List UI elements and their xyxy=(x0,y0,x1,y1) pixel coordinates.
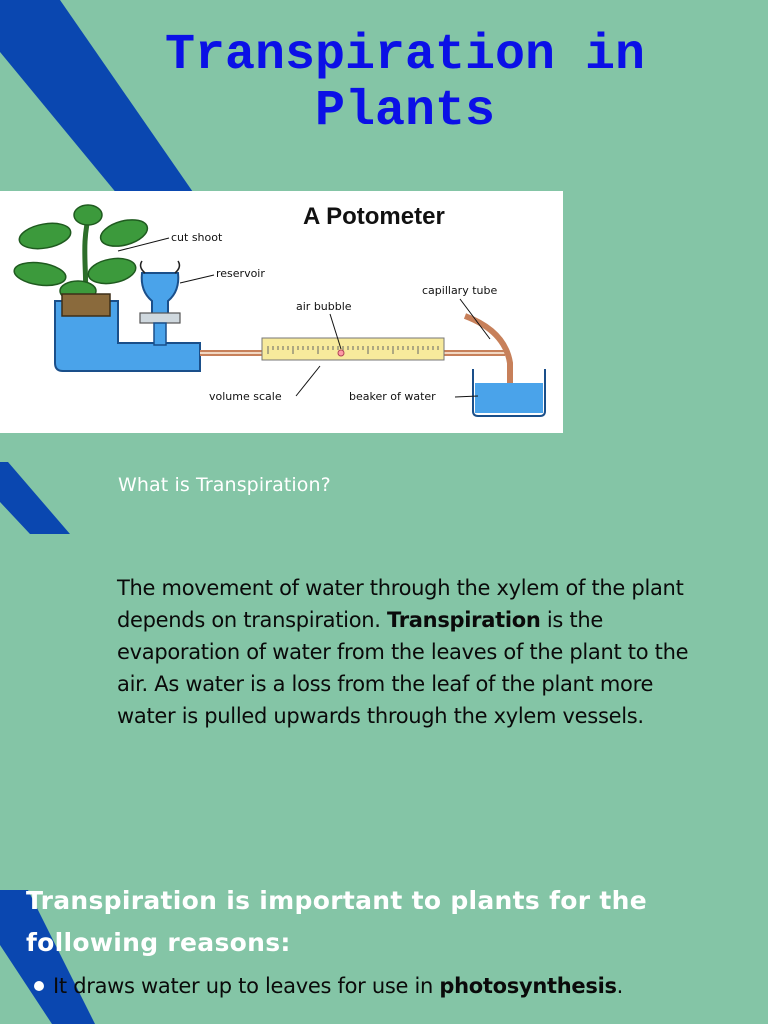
potometer-diagram: A Potometer xyxy=(0,191,563,433)
reservoir-icon xyxy=(139,260,181,346)
diagram-title: A Potometer xyxy=(303,203,445,230)
reason-text: It draws water up to leaves for use in p… xyxy=(53,970,623,1002)
page-title-line-1: Transpiration in xyxy=(164,27,646,84)
definition-text-part-1: The movement of water through the xylem … xyxy=(117,576,684,632)
label-volume-scale: volume scale xyxy=(209,390,282,403)
label-reservoir: reservoir xyxy=(216,267,265,280)
label-leader-lines xyxy=(117,237,491,398)
reason-bold-term: photosynthesis xyxy=(439,974,617,998)
question-heading: What is Transpiration? xyxy=(118,474,331,496)
beaker-icon xyxy=(472,369,546,417)
vessel-body-icon xyxy=(54,300,201,372)
label-air-bubble: air bubble xyxy=(296,300,352,313)
reason-text-part: It draws water up to leaves for use in xyxy=(53,974,440,998)
page-title-line-2: Plants xyxy=(314,83,496,140)
label-cut-shoot: cut shoot xyxy=(171,231,223,244)
plant-leaves-icon xyxy=(13,204,149,302)
decorative-stripe-middle xyxy=(0,462,70,534)
definition-bold-term: Transpiration xyxy=(387,608,541,632)
definition-paragraph: The movement of water through the xylem … xyxy=(117,572,707,732)
decorative-stripe-bottom xyxy=(0,890,95,1024)
reasons-list: It draws water up to leaves for use in p… xyxy=(34,970,623,1002)
label-capillary-tube: capillary tube xyxy=(422,284,497,297)
reasons-heading: Transpiration is important to plants for… xyxy=(26,886,647,957)
bullet-icon xyxy=(34,981,44,991)
decorative-stripe-top xyxy=(0,0,195,195)
volume-scale-icon xyxy=(261,337,445,361)
list-item: It draws water up to leaves for use in p… xyxy=(34,970,623,1002)
reason-text-end: . xyxy=(616,974,624,998)
label-beaker-of-water: beaker of water xyxy=(349,390,436,403)
definition-text-part-2: is the evaporation of water from the lea… xyxy=(117,608,689,728)
page-title: Transpiration in Plants xyxy=(0,28,768,140)
cork-stopper-icon xyxy=(61,293,111,317)
potometer-illustration: A Potometer xyxy=(13,203,546,417)
